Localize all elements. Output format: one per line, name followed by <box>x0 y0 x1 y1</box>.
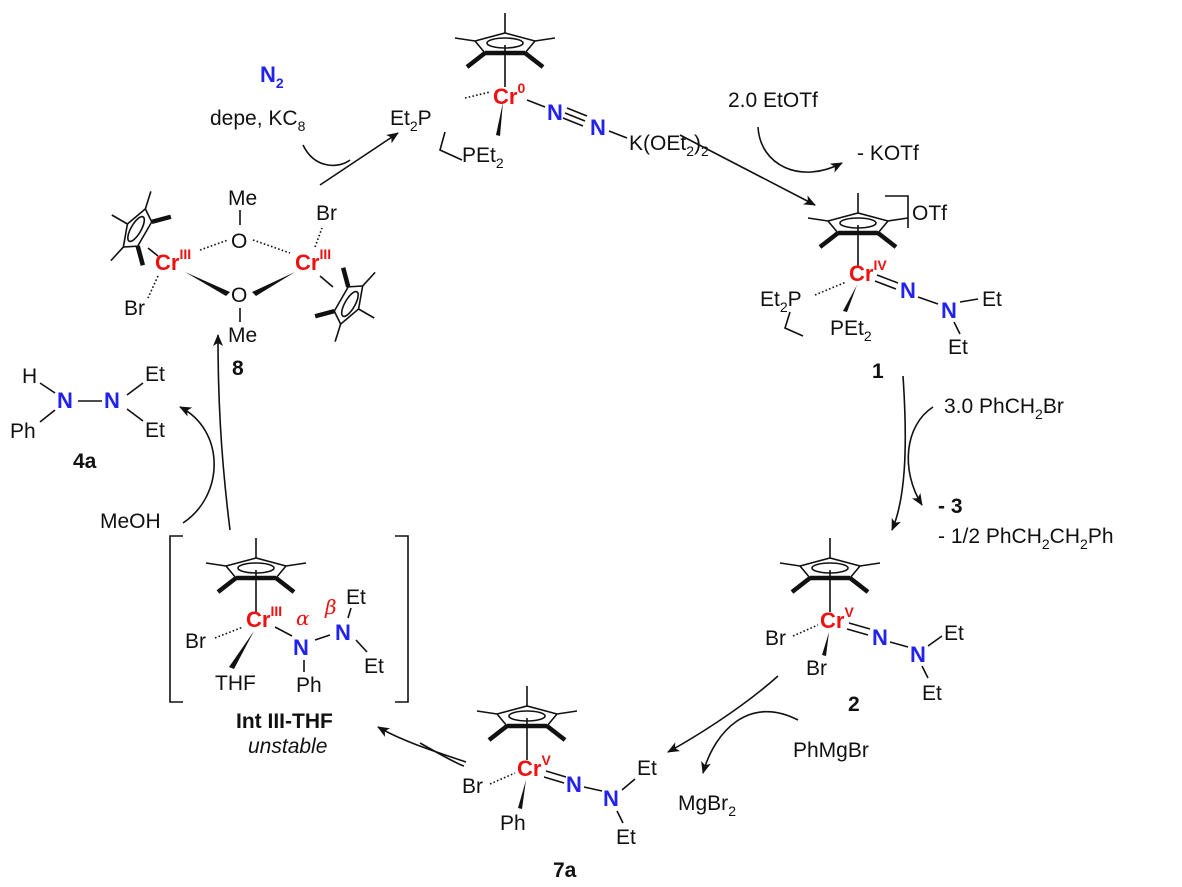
reagent-phch2br: 3.0 PhCH2Br <box>944 395 1064 422</box>
svg-text:O: O <box>231 284 247 307</box>
svg-text:Et: Et <box>948 336 968 359</box>
compound-label: 1 <box>872 360 884 383</box>
svg-text:N: N <box>547 100 563 125</box>
svg-text:Br: Br <box>806 657 827 680</box>
svg-text:N: N <box>910 642 926 667</box>
metal-cr: Cr <box>493 84 518 109</box>
svg-text:Ph: Ph <box>296 674 322 697</box>
svg-text:PEt2: PEt2 <box>462 144 504 171</box>
svg-text:CrV: CrV <box>517 752 551 781</box>
svg-text:CrIII: CrIII <box>155 246 191 275</box>
svg-text:Et2P: Et2P <box>390 107 432 134</box>
svg-text:N: N <box>293 635 309 660</box>
svg-text:β: β <box>324 595 337 619</box>
compound-7a: CrV Br Ph N N Et Et 7a <box>462 686 657 882</box>
arrow-1-to-2 <box>891 375 907 531</box>
svg-text:Cr0: Cr0 <box>493 80 525 109</box>
svg-text:Et: Et <box>982 288 1002 311</box>
arrow-7a-to-int <box>377 726 467 763</box>
svg-text:Ph: Ph <box>10 420 36 443</box>
svg-text:Et: Et <box>922 682 942 705</box>
svg-text:CrIII: CrIII <box>246 603 282 632</box>
svg-text:CrIV: CrIV <box>849 257 887 286</box>
byproduct-bibenzyl: - 1/2 PhCH2CH2Ph <box>938 525 1114 552</box>
svg-text:N: N <box>104 388 120 413</box>
compound-2: CrV Br Br N N Et Et 2 <box>765 538 964 716</box>
cp-star-ring-icon <box>314 267 376 342</box>
reagent-curve <box>302 144 351 167</box>
svg-text:Et: Et <box>616 826 636 849</box>
svg-text:N: N <box>872 625 888 650</box>
byproduct-mgbr2: MgBr2 <box>678 792 736 819</box>
svg-text:N: N <box>566 772 582 797</box>
svg-text:THF: THF <box>215 672 256 695</box>
compound-cr0-dinitrogen: Cr0 Et2P PEt2 N N K(OEt2)2 <box>390 13 709 171</box>
reagent-meoh: MeOH <box>100 510 161 533</box>
svg-text:N: N <box>900 278 916 303</box>
bracket-left <box>169 535 183 703</box>
cp-star-ring-icon <box>780 538 880 612</box>
cp-star-ring-icon <box>206 538 306 612</box>
oxidation-state: 0 <box>517 80 525 96</box>
svg-text:PEt2: PEt2 <box>830 317 872 344</box>
svg-text:H: H <box>22 365 37 388</box>
stability-note: unstable <box>248 735 327 758</box>
svg-text:N: N <box>603 786 619 811</box>
arrow-2-to-7a <box>667 675 779 753</box>
compound-label: Int III-THF <box>236 710 333 733</box>
svg-text:Br: Br <box>316 202 337 225</box>
svg-text:Ph: Ph <box>500 812 526 835</box>
svg-text:Br: Br <box>765 627 786 650</box>
byproduct-kotf: - KOTf <box>857 142 919 165</box>
reagent-etotf: 2.0 EtOTf <box>728 89 818 112</box>
svg-text:N: N <box>941 298 957 323</box>
svg-text:Br: Br <box>124 297 145 320</box>
svg-text:α: α <box>296 606 310 630</box>
svg-text:Et: Et <box>145 363 165 386</box>
compound-label: 7a <box>553 859 577 882</box>
svg-text:Et: Et <box>145 419 165 442</box>
svg-text:Me: Me <box>228 324 257 347</box>
arrow-cr0-to-1 <box>679 134 816 206</box>
reagent-depe-kc8: depe, KC8 <box>210 107 306 134</box>
svg-text:N: N <box>590 115 606 140</box>
compound-int-iii-thf: CrIII Br THF N Ph α β N Et Et Int III-TH… <box>169 535 409 758</box>
cp-star-ring-icon <box>477 686 577 760</box>
svg-text:Et: Et <box>637 757 657 780</box>
compound-4a: H N N Ph Et Et 4a <box>10 363 165 473</box>
arrow-8-to-cr0 <box>319 132 399 186</box>
compound-8: CrIII Br O Me O Me CrIII Br 8 <box>110 187 376 380</box>
byproduct-3: - 3 <box>938 495 963 518</box>
arrow-int-to-8 <box>213 334 231 531</box>
svg-text:K(OEt2)2: K(OEt2)2 <box>629 132 709 159</box>
svg-text:Et: Et <box>944 622 964 645</box>
svg-text:N: N <box>57 388 73 413</box>
bracket-right <box>395 535 409 703</box>
svg-text:N2: N2 <box>260 62 284 91</box>
svg-text:Et2P: Et2P <box>760 288 802 315</box>
compound-label: 2 <box>848 693 860 716</box>
reagent-phmgbr: PhMgBr <box>793 739 869 762</box>
cp-star-ring-icon <box>110 191 172 266</box>
svg-text:N: N <box>335 620 351 645</box>
compound-label: 8 <box>232 357 244 380</box>
svg-text:Br: Br <box>462 775 483 798</box>
svg-text:OTf: OTf <box>912 202 947 225</box>
compound-label: 4a <box>73 450 97 473</box>
arrow-to-4a <box>179 406 215 524</box>
svg-text:CrV: CrV <box>820 604 854 633</box>
svg-text:Me: Me <box>228 187 257 210</box>
svg-text:Et: Et <box>346 586 366 609</box>
svg-text:Br: Br <box>185 630 206 653</box>
svg-text:Et: Et <box>364 655 384 678</box>
reagent-n2: N <box>260 62 276 87</box>
compound-1: OTf CrIV Et2P PEt2 N N Et Et 1 <box>760 193 1002 383</box>
svg-text:O: O <box>231 230 247 253</box>
cp-star-ring-icon <box>455 13 555 87</box>
cp-star-ring-icon <box>808 193 908 267</box>
svg-text:CrIII: CrIII <box>295 246 331 275</box>
